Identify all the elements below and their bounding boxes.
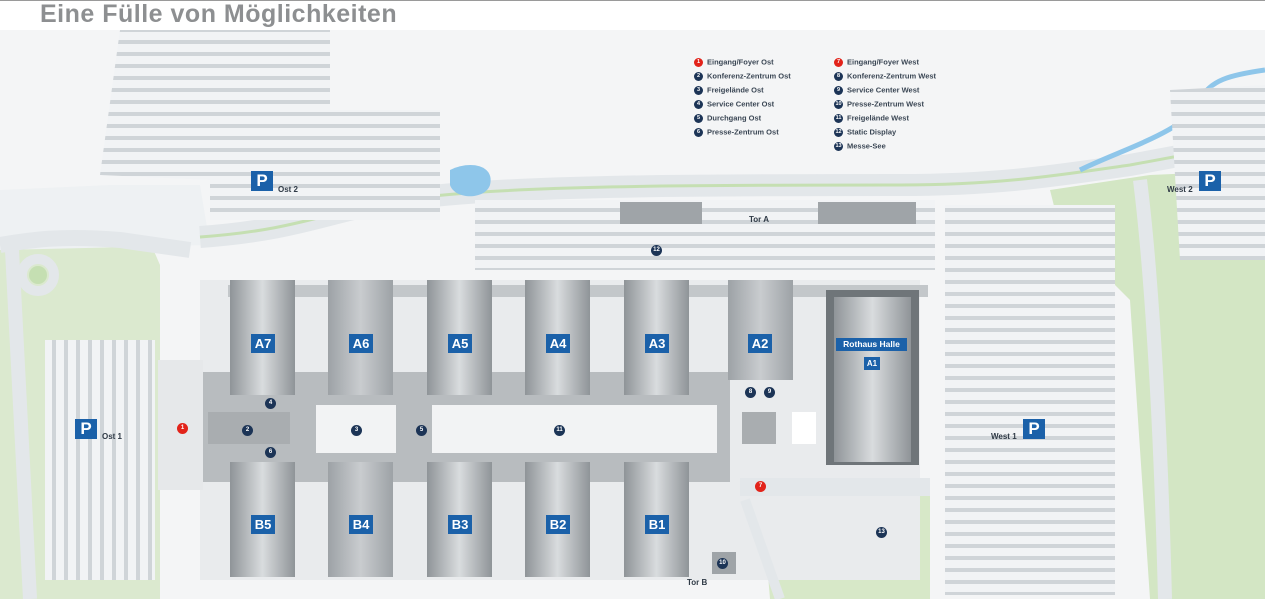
legend-label: Konferenz-Zentrum West: [847, 71, 937, 81]
legend-item: 3 Freigelände Ost: [694, 84, 764, 95]
hall-b5-label[interactable]: B5: [251, 515, 275, 534]
marker-icon: 7: [834, 57, 843, 67]
hall-a1-label[interactable]: A1: [864, 357, 880, 370]
parking-ost1-sign[interactable]: P: [75, 419, 97, 439]
hall-a7-label[interactable]: A7: [251, 334, 275, 353]
marker-icon: 10: [834, 99, 843, 109]
marker-icon: 9: [834, 85, 843, 95]
legend-label: Eingang/Foyer Ost: [707, 57, 774, 67]
tor-a-block-left: [620, 202, 702, 224]
tor-a-block-right: [818, 202, 916, 224]
legend-item: 8 Konferenz-Zentrum West: [834, 70, 936, 81]
parking-west2-label: West 2: [1167, 185, 1193, 194]
marker-icon: 4: [694, 99, 703, 109]
marker-3-freigelaende-ost[interactable]: 3: [351, 425, 362, 436]
legend-label: Eingang/Foyer West: [847, 57, 919, 67]
marker-6-presse-ost[interactable]: 6: [265, 447, 276, 458]
legend-label: Messe-See: [847, 141, 886, 151]
legend-item: 13 Messe-See: [834, 140, 886, 151]
freigelaende-west: [432, 405, 717, 453]
hall-a2-roof: [728, 280, 793, 380]
page-title: Eine Fülle von Möglichkeiten: [40, 0, 398, 28]
tor-b-label: Tor B: [687, 578, 708, 587]
legend-item: 7 Eingang/Foyer West: [834, 56, 919, 67]
marker-icon: 12: [834, 127, 843, 137]
legend-label: Durchgang Ost: [707, 113, 762, 123]
legend-item: 2 Konferenz-Zentrum Ost: [694, 70, 791, 81]
parking-west1-sign[interactable]: P: [1023, 419, 1045, 439]
hall-b4-label[interactable]: B4: [349, 515, 373, 534]
marker-2-konferenz-ost[interactable]: 2: [242, 425, 253, 436]
marker-12-static-display[interactable]: 12: [651, 245, 662, 256]
parking-west1-label: West 1: [991, 432, 1017, 441]
legend-item: 11 Freigelände West: [834, 112, 909, 123]
parking-ost2-upper: [100, 30, 330, 180]
legend-label: Freigelände West: [847, 113, 909, 123]
konferenz-west-block: [742, 412, 776, 444]
marker-icon: 3: [694, 85, 703, 95]
legend-item: 6 Presse-Zentrum Ost: [694, 126, 779, 137]
marker-8-konferenz-west[interactable]: 8: [745, 387, 756, 398]
marker-icon: 8: [834, 71, 843, 81]
marker-icon: 2: [694, 71, 703, 81]
legend-item: 4 Service Center Ost: [694, 98, 774, 109]
service-west-block: [792, 412, 816, 444]
roundabout: [17, 254, 59, 296]
legend-item: 5 Durchgang Ost: [694, 112, 761, 123]
parking-ost2-label: Ost 2: [278, 185, 299, 194]
hall-a5-label[interactable]: A5: [448, 334, 472, 353]
hall-b2-label[interactable]: B2: [546, 515, 570, 534]
tor-a-label: Tor A: [749, 215, 769, 224]
parking-west2-sign[interactable]: P: [1199, 171, 1221, 191]
top-divider: [0, 0, 1265, 1]
road-east-loop: [0, 229, 192, 258]
legend-label: Konferenz-Zentrum Ost: [707, 71, 791, 81]
legend-label: Presse-Zentrum West: [847, 99, 924, 109]
marker-10-presse-west[interactable]: 10: [717, 558, 728, 569]
rothaus-halle-inner: [834, 297, 911, 462]
parking-ost1-area: [45, 340, 155, 580]
marker-7-eingang-west[interactable]: 7: [755, 481, 766, 492]
marker-icon: 11: [834, 113, 843, 123]
hall-b1-label[interactable]: B1: [645, 515, 669, 534]
marker-icon: 5: [694, 113, 703, 123]
marker-13-messe-see[interactable]: 13: [876, 527, 887, 538]
marker-11-freigelaende-west[interactable]: 11: [554, 425, 565, 436]
marker-icon: 6: [694, 127, 703, 137]
parking-ost2-sign[interactable]: P: [251, 171, 273, 191]
marker-1-eingang-ost[interactable]: 1: [177, 423, 188, 434]
parking-ost2-area: [210, 110, 440, 220]
legend-item: 10 Presse-Zentrum West: [834, 98, 924, 109]
roundabout-center: [29, 266, 47, 284]
marker-icon: 1: [694, 57, 703, 67]
hall-a2-label[interactable]: A2: [748, 334, 772, 353]
parking-west1-area: [945, 205, 1115, 595]
legend-label: Presse-Zentrum Ost: [707, 127, 779, 137]
legend-label: Static Display: [847, 127, 897, 137]
marker-5-durchgang-ost[interactable]: 5: [416, 425, 427, 436]
parking-ost1-label: Ost 1: [102, 432, 123, 441]
legend-item: 1 Eingang/Foyer Ost: [694, 56, 774, 67]
rothaus-halle-label[interactable]: Rothaus Halle: [836, 338, 907, 351]
hall-b3-label[interactable]: B3: [448, 515, 472, 534]
marker-9-service-west[interactable]: 9: [764, 387, 775, 398]
pond-north: [450, 165, 491, 197]
hall-a4-label[interactable]: A4: [546, 334, 570, 353]
legend-item: 12 Static Display: [834, 126, 896, 137]
south-road: [740, 478, 930, 496]
road-ost-vertical: [5, 249, 37, 599]
hall-a6-label[interactable]: A6: [349, 334, 373, 353]
legend-item: 9 Service Center West: [834, 84, 919, 95]
hall-a3-label[interactable]: A3: [645, 334, 669, 353]
legend-label: Freigelände Ost: [707, 85, 764, 95]
se-path: [740, 498, 785, 599]
marker-icon: 13: [834, 141, 843, 151]
legend-label: Service Center West: [847, 85, 920, 95]
road-west-vertical: [1133, 179, 1172, 599]
marker-4-service-ost[interactable]: 4: [265, 398, 276, 409]
legend-label: Service Center Ost: [707, 99, 775, 109]
